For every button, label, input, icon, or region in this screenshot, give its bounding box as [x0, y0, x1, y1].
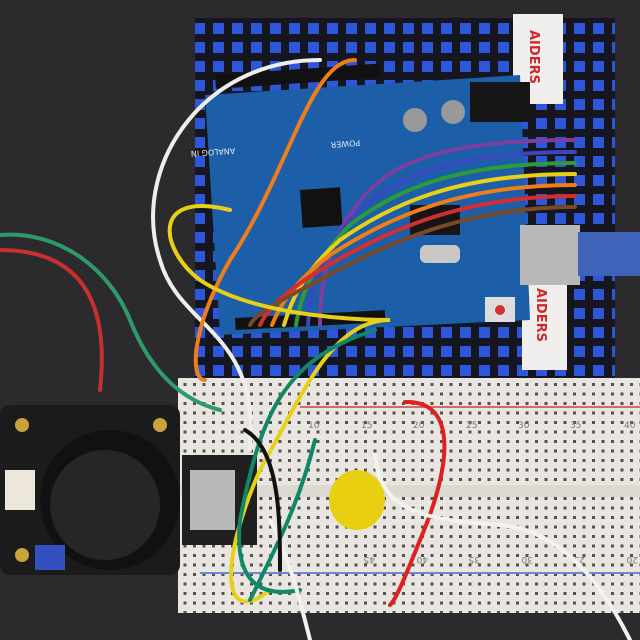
svg-text:45: 45 — [364, 554, 375, 564]
svg-text:15: 15 — [361, 421, 372, 431]
breadboard-numbers-top: 10 15 20 25 30 35 40 — [308, 421, 636, 431]
svg-text:AIDERS: AIDERS — [533, 288, 548, 342]
svg-text:30: 30 — [518, 421, 530, 431]
svg-text:20: 20 — [413, 421, 425, 431]
svg-text:40: 40 — [416, 554, 428, 564]
speaker-module — [0, 405, 180, 575]
sd-card — [190, 470, 235, 530]
usb-cable — [578, 232, 640, 276]
svg-text:35: 35 — [469, 554, 480, 564]
svg-text:AIDERS: AIDERS — [526, 30, 541, 84]
svg-text:POWER: POWER — [330, 138, 361, 149]
usb-connector — [520, 225, 580, 285]
jumper-wires — [0, 58, 632, 640]
svg-text:25: 25 — [574, 554, 585, 564]
yellow-push-button — [329, 470, 385, 530]
svg-text:25: 25 — [466, 421, 477, 431]
svg-text:40: 40 — [624, 421, 636, 431]
breadboard-numbers-bottom: 45 40 35 30 25 20 — [364, 554, 638, 564]
svg-text:30: 30 — [521, 554, 533, 564]
tape-label-bottom: AIDERS — [522, 280, 567, 370]
svg-text:ANALOG IN: ANALOG IN — [190, 146, 235, 158]
svg-text:35: 35 — [570, 421, 581, 431]
svg-text:20: 20 — [626, 554, 638, 564]
svg-text:10: 10 — [308, 421, 320, 431]
